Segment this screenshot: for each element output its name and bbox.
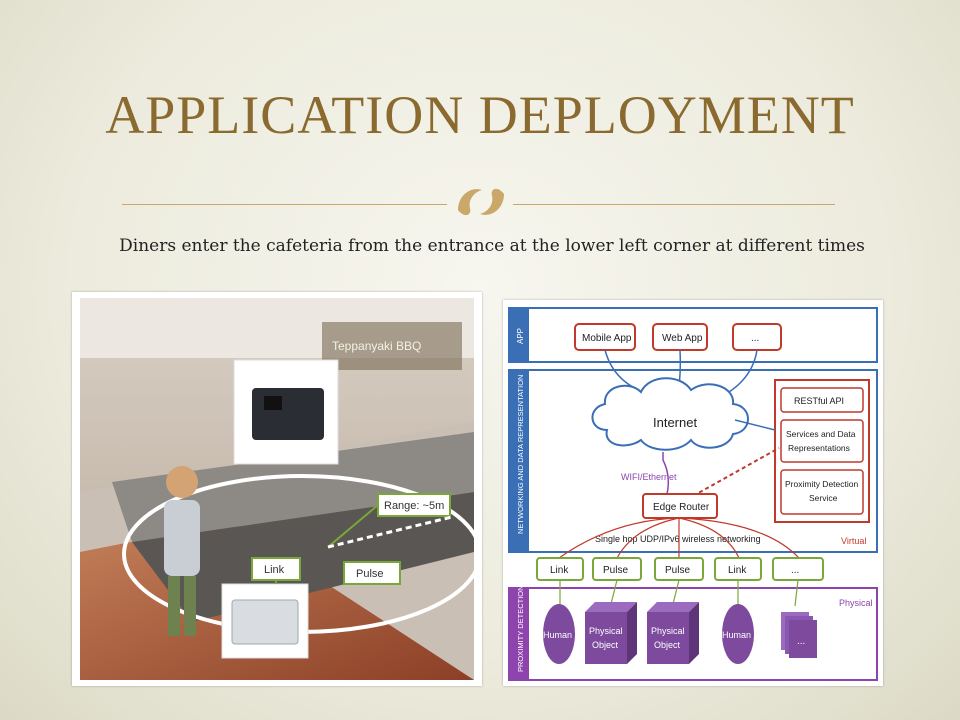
human-icon-2	[722, 604, 754, 664]
edge-router-node-4	[678, 517, 740, 559]
network-layer-tab	[509, 370, 529, 552]
avatar-leg-left	[168, 576, 180, 636]
physical-object-1-label-2: Object	[592, 640, 619, 650]
restful-api-label: RESTful API	[794, 396, 844, 406]
physical-object-2-side	[689, 602, 699, 664]
virtual-label: Virtual	[841, 536, 866, 546]
internet-label: Internet	[653, 415, 697, 430]
physical-object-2-label-2: Object	[654, 640, 681, 650]
web-app-label: Web App	[662, 333, 703, 344]
services-data-label-1: Services and Data	[786, 429, 856, 439]
node-more-label: ...	[791, 565, 799, 576]
pulse-label: Pulse	[356, 568, 384, 580]
edge-pulse2-object	[672, 579, 680, 605]
range-pointer	[327, 504, 379, 548]
proximity-service-label-2: Service	[809, 493, 838, 503]
internet-cloud-icon	[591, 377, 749, 451]
edge-router-node-2	[616, 517, 680, 559]
shop-sign-text: Teppanyaki BBQ	[332, 339, 421, 353]
physical-object-1-top	[585, 602, 637, 612]
double-hook-ornament-icon	[458, 188, 504, 216]
human-label-2: Human	[722, 630, 751, 640]
node-link-1-label: Link	[550, 565, 569, 576]
serving-counter	[112, 432, 474, 542]
edge-pulse1-object	[610, 579, 618, 605]
restful-api-box	[780, 387, 864, 413]
proximity-service-box	[780, 469, 864, 515]
physical-object-2-icon	[647, 612, 689, 664]
services-data-box	[780, 419, 864, 463]
node-pulse-1-label: Pulse	[603, 565, 628, 576]
range-label: Range: ~5m	[384, 500, 444, 512]
physical-label: Physical	[839, 598, 873, 608]
avatar-body	[164, 500, 200, 576]
human-label-1: Human	[543, 630, 572, 640]
shop-sign	[322, 322, 462, 370]
link-device-icon	[231, 599, 299, 645]
cafeteria-scene: Teppanyaki BBQ Range: ~5m Pulse Link	[80, 298, 482, 680]
physical-layer-label: PROXIMITY DETECTION	[516, 585, 525, 672]
mobile-app-label: Mobile App	[582, 333, 632, 344]
app-layer-label: APP	[516, 328, 525, 344]
cafeteria-photo: Teppanyaki BBQ Range: ~5m Pulse Link	[72, 292, 482, 686]
avatar-head	[166, 466, 198, 498]
physical-layer-tab	[509, 588, 529, 680]
divider-left	[122, 204, 447, 205]
physical-object-2-label-1: Physical	[651, 626, 685, 636]
edge-router-node-5	[678, 517, 800, 559]
node-pulse-2-label: Pulse	[665, 565, 690, 576]
edge-router-services	[692, 447, 780, 497]
human-icon-1	[543, 604, 575, 664]
stacked-pages-icon	[789, 620, 817, 658]
network-layer-label: NETWORKING AND DATA REPRESENTATION	[516, 375, 525, 534]
physical-object-1-side	[627, 602, 637, 664]
counter-front	[132, 492, 474, 622]
services-data-label-2: Representations	[788, 443, 850, 453]
node-link-2-label: Link	[728, 565, 747, 576]
range-line	[327, 515, 453, 549]
avatar-leg-right	[184, 576, 196, 636]
more-apps-label: ...	[751, 333, 759, 344]
edge-router-label: Edge Router	[653, 502, 710, 513]
edge-more-internet	[728, 349, 758, 393]
architecture-svg: APP Mobile App Web App ... NETWORKING AN…	[508, 307, 878, 681]
pulse-device-icon	[252, 388, 324, 440]
stacked-pages-label: ...	[797, 636, 805, 647]
edge-internet-router	[662, 452, 670, 495]
divider-right	[513, 204, 835, 205]
physical-object-2-top	[647, 602, 699, 612]
proximity-service-label-1: Proximity Detection	[785, 479, 858, 489]
link-label: Link	[264, 564, 285, 576]
slide-subtitle: Diners enter the cafeteria from the entr…	[119, 236, 865, 256]
edge-router-node-1	[558, 517, 680, 559]
edge-internet-services	[734, 419, 776, 431]
slide-title: APPLICATION DEPLOYMENT	[105, 85, 855, 145]
wifi-label: WIFI/Ethernet	[621, 472, 677, 482]
edge-more-ellipsis	[794, 579, 799, 607]
physical-object-1-icon	[585, 612, 627, 664]
pulse-label-box	[343, 561, 401, 585]
architecture-diagram: APP Mobile App Web App ... NETWORKING AN…	[503, 300, 883, 686]
network-note: Single hop UDP/IPv6 wireless networking	[595, 534, 761, 544]
physical-object-1-label-1: Physical	[589, 626, 623, 636]
app-layer-tab	[509, 308, 529, 362]
device-socket-icon	[264, 396, 282, 410]
